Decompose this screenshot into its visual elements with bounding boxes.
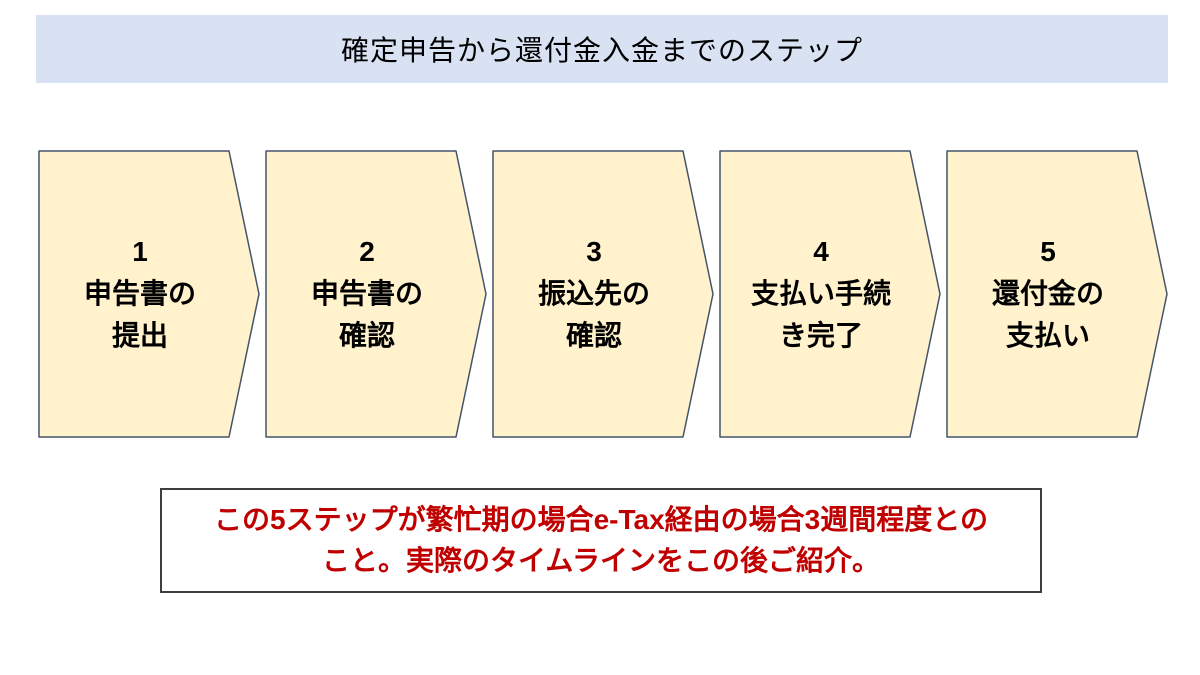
step-text-line: 申告書の bbox=[310, 278, 423, 309]
step-4: 4 支払い手続 き完了 bbox=[719, 150, 941, 438]
step-number: 1 bbox=[132, 236, 148, 267]
arrow-pentagon-icon bbox=[265, 150, 487, 438]
step-5: 5 還付金の 支払い bbox=[946, 150, 1168, 438]
step-3: 3 振込先の 確認 bbox=[492, 150, 714, 438]
arrow-pentagon-icon bbox=[719, 150, 941, 438]
step-number: 5 bbox=[1040, 236, 1056, 267]
note-text-line: この5ステップが繁忙期の場合e-Tax経由の場合3週間程度との bbox=[214, 503, 988, 535]
step-text-line: 確認 bbox=[338, 320, 395, 351]
arrow-pentagon-icon bbox=[946, 150, 1168, 438]
step-text-line: 支払い bbox=[1005, 320, 1090, 351]
step-label: 2 申告書の 確認 bbox=[265, 150, 487, 438]
step-label: 3 振込先の 確認 bbox=[492, 150, 714, 438]
step-label: 1 申告書の 提出 bbox=[38, 150, 260, 438]
step-text-line: 支払い手続 bbox=[750, 278, 891, 309]
note-text-line: こと。実際のタイムラインをこの後ご紹介。 bbox=[321, 544, 881, 576]
page-title: 確定申告から還付金入金までのステップ bbox=[340, 35, 863, 66]
step-number: 3 bbox=[586, 236, 602, 267]
arrow-pentagon-icon bbox=[38, 150, 260, 438]
step-text-line: 提出 bbox=[111, 320, 168, 351]
step-number: 2 bbox=[359, 236, 375, 267]
arrow-pentagon-icon bbox=[492, 150, 714, 438]
step-label: 5 還付金の 支払い bbox=[946, 150, 1168, 438]
step-text-line: 申告書の bbox=[83, 278, 196, 309]
step-number: 4 bbox=[813, 236, 829, 267]
step-text-line: き完了 bbox=[778, 320, 863, 351]
step-text-line: 振込先の bbox=[537, 278, 650, 309]
step-text-line: 還付金の bbox=[991, 278, 1104, 309]
step-label: 4 支払い手続 き完了 bbox=[719, 150, 941, 438]
title-bar: 確定申告から還付金入金までのステップ bbox=[36, 15, 1168, 83]
note-box: この5ステップが繁忙期の場合e-Tax経由の場合3週間程度との こと。実際のタイ… bbox=[160, 488, 1042, 593]
step-2: 2 申告書の 確認 bbox=[265, 150, 487, 438]
step-1: 1 申告書の 提出 bbox=[38, 150, 260, 438]
step-text-line: 確認 bbox=[565, 320, 622, 351]
process-steps: 1 申告書の 提出 2 申告書の 確認 3 振込先の 確認 bbox=[38, 150, 1168, 438]
